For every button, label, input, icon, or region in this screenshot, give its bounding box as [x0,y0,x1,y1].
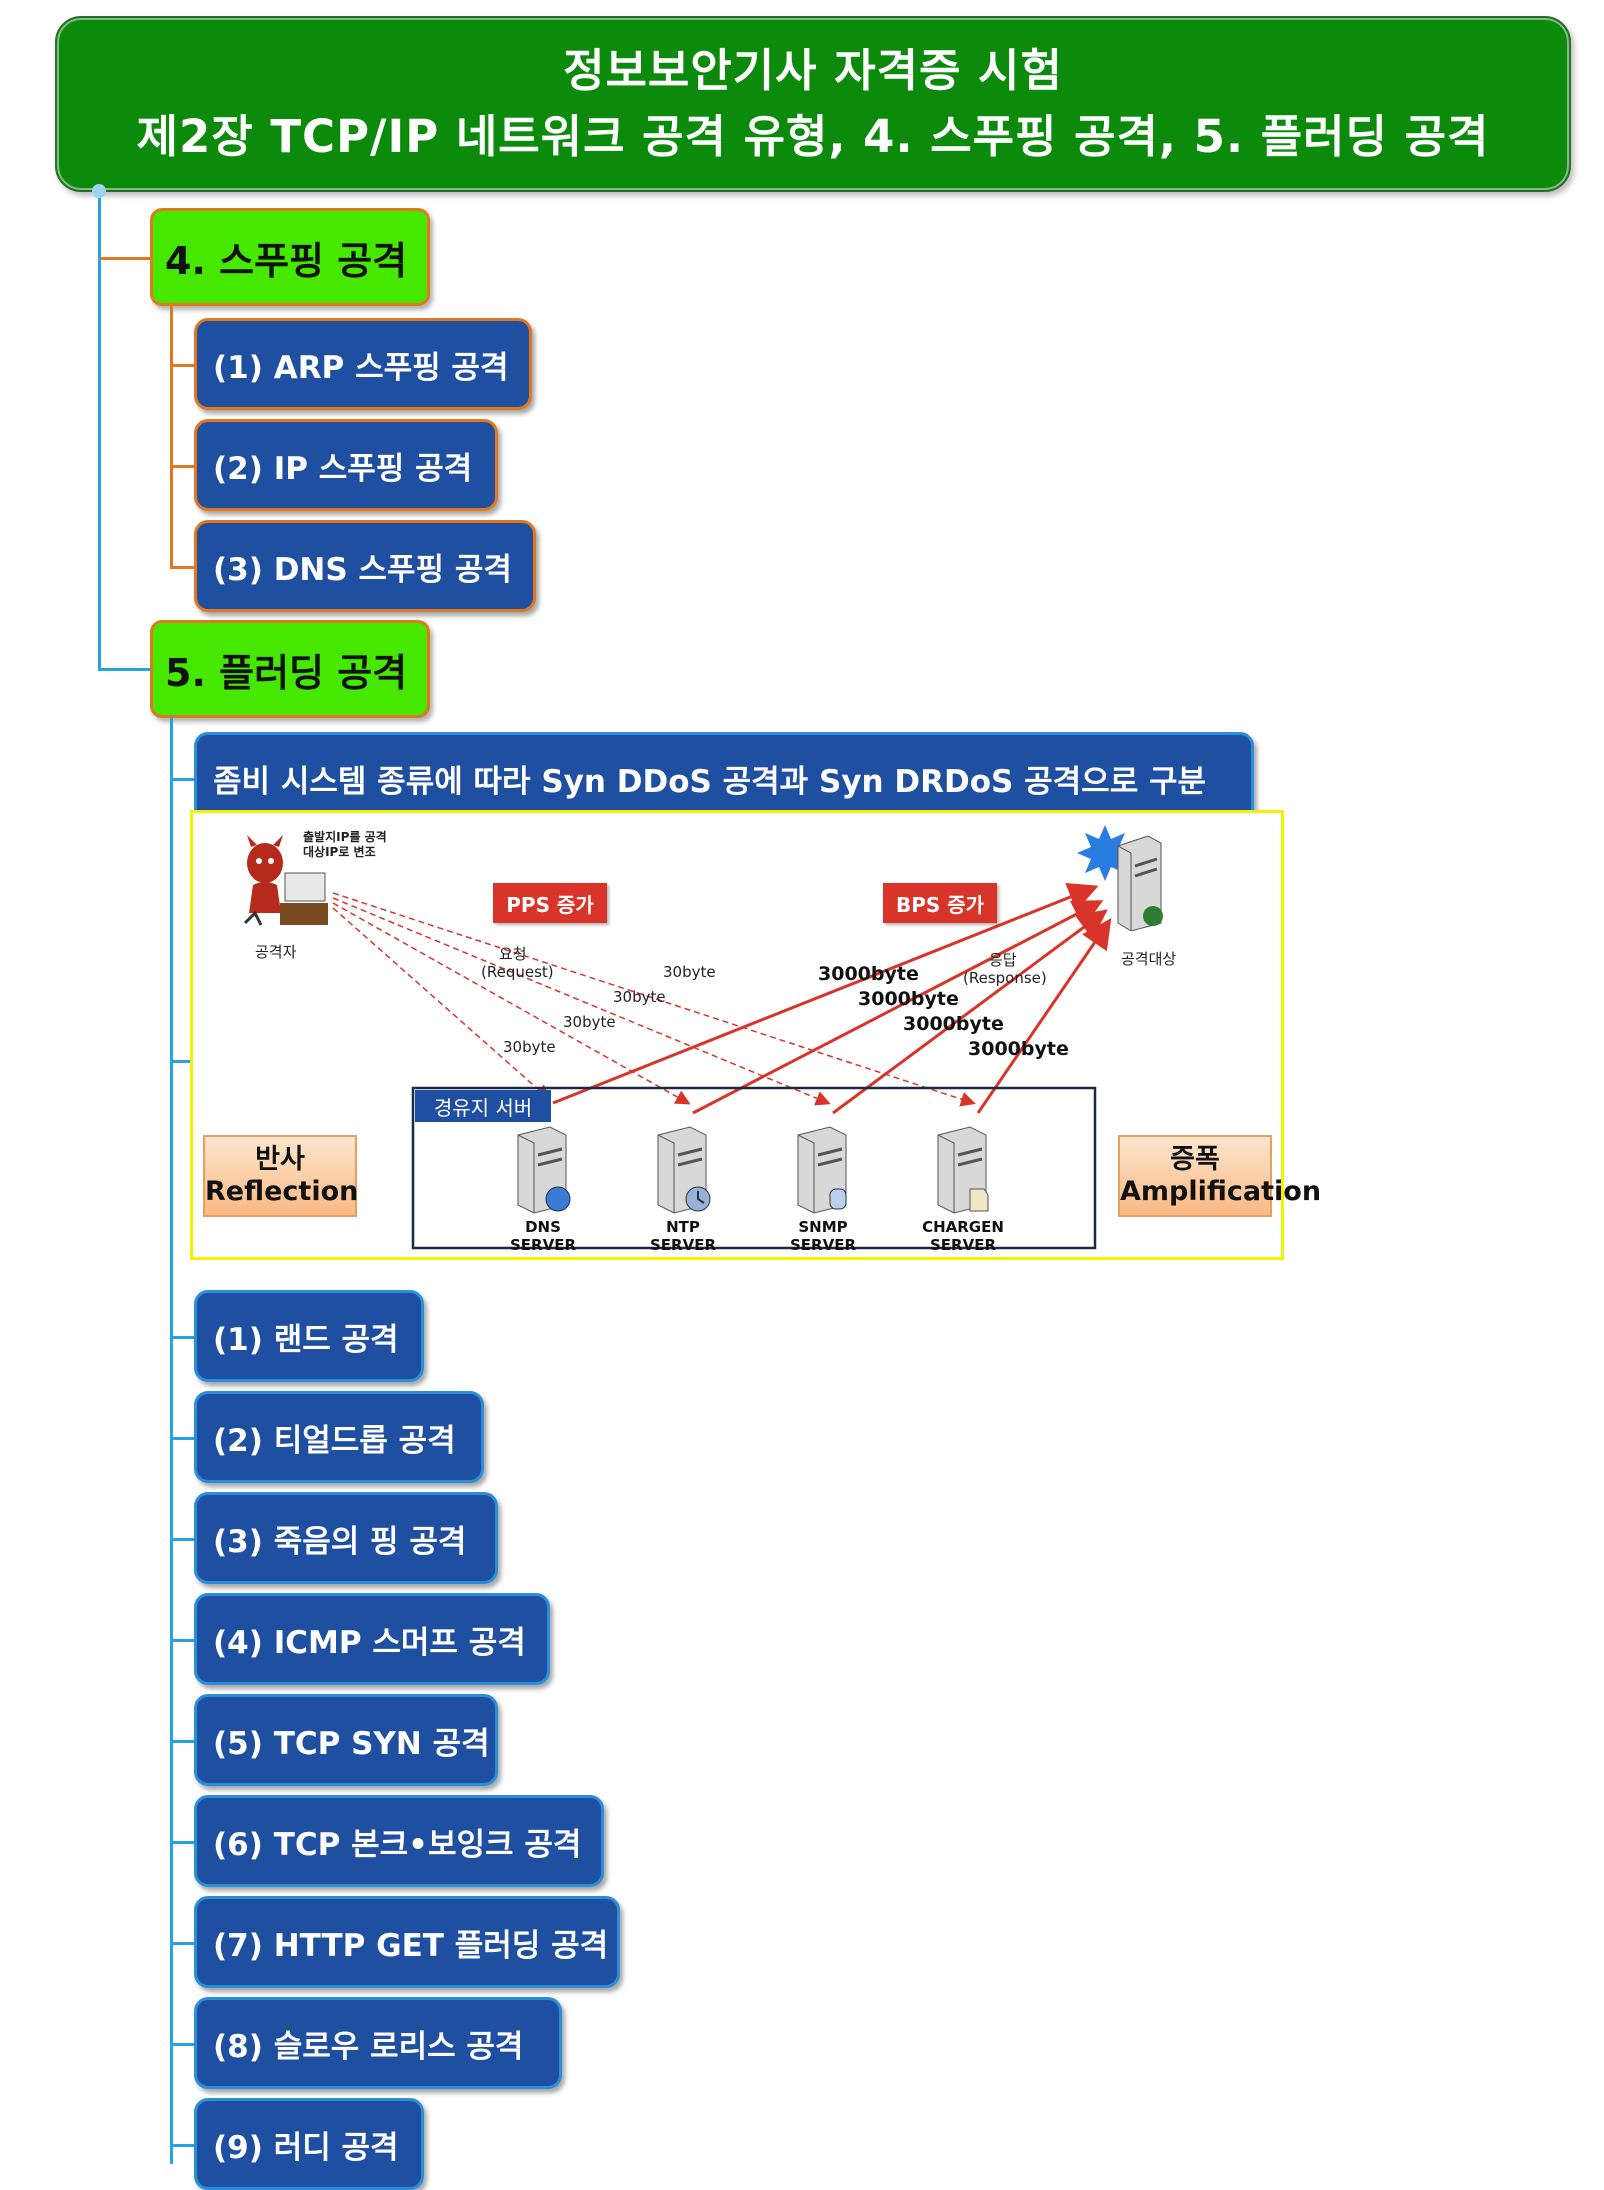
request-arrow-snmp [332,897,831,1106]
flooding-connector [98,668,150,671]
request-label-en: (Request) [481,963,554,981]
attacker-label: 공격자 [255,943,297,961]
section-spoofing[interactable]: 4. 스푸핑 공격 [150,208,430,306]
spoofing-item-dns[interactable]: (3) DNS 스푸핑 공격 [194,520,536,612]
flooding-item-label: (7) HTTP GET 플러딩 공격 [213,1927,609,1964]
flooding-item-land[interactable]: (1) 랜드 공격 [194,1290,424,1382]
title-line-2: 제2장 TCP/IP 네트워크 공격 유형, 4. 스푸핑 공격, 5. 플러딩… [136,110,1490,163]
spoofing-connector [100,257,150,260]
relay-server-label: 경유지 서버 [415,1090,551,1122]
attacker-note-2: 대상IP로 변조 [303,845,376,859]
request-bytes-2: 30byte [613,988,666,1006]
snmp-server-icon [788,1123,858,1215]
reflection-en: Reflection [205,1176,359,1207]
title-banner: 정보보안기사 자격증 시험 제2장 TCP/IP 네트워크 공격 유형, 4. … [55,16,1571,192]
section-flooding-label: 5. 플러딩 공격 [165,650,408,695]
attacker-devil-icon [225,833,335,933]
target-server-icon [1113,831,1163,932]
flooding-item-label: (4) ICMP 스머프 공격 [213,1624,526,1661]
request-arrow-chargen [332,892,976,1107]
drdos-diagram: 출발지IP를 공격 대상IP로 변조 공격자 공격대상 PPS 증가 BPS 증… [190,810,1322,1260]
flooding-item-label: (9) 러디 공격 [213,2129,399,2166]
response-bytes-2: 3000byte [858,988,959,1010]
flooding-item-icmp-smurf[interactable]: (4) ICMP 스머프 공격 [194,1593,550,1685]
section-spoofing-label: 4. 스푸핑 공격 [165,238,408,283]
ntp-server-icon [648,1123,718,1215]
request-arrow-dns [332,907,551,1100]
flooding-item-tcp-syn[interactable]: (5) TCP SYN 공격 [194,1694,498,1786]
response-arrow-dns [552,882,1099,1105]
response-label: 응답 [989,951,1017,969]
root-connector-dot [92,184,106,198]
amplification-box: 증폭 Amplification [1118,1135,1322,1217]
pps-increase-tag: PPS 증가 [493,883,607,923]
spoofing-item-label: (2) IP 스푸핑 공격 [213,450,473,487]
spoofing-item-arp[interactable]: (1) ARP 스푸핑 공격 [194,318,532,410]
request-bytes-4: 30byte [503,1038,556,1056]
response-bytes-1: 3000byte [818,963,919,985]
flooding-item-http-get[interactable]: (7) HTTP GET 플러딩 공격 [194,1896,620,1988]
flooding-item-slowloris[interactable]: (8) 슬로우 로리스 공격 [194,1997,562,2089]
response-arrow-ntp [692,900,1104,1115]
request-bytes-1: 30byte [663,963,716,981]
attacker-note-1: 출발지IP를 공격 [303,830,387,844]
response-bytes-3: 3000byte [903,1013,1004,1035]
spoofing-item-ip[interactable]: (2) IP 스푸핑 공격 [194,419,498,511]
flooding-intro-label: 좀비 시스템 종류에 따라 Syn DDoS 공격과 Syn DRDoS 공격으… [213,763,1207,800]
relay-server-box [411,1086,1097,1250]
flooding-item-label: (3) 죽음의 핑 공격 [213,1523,467,1560]
response-arrow-chargen [976,918,1112,1114]
target-label: 공격대상 [1121,950,1177,968]
dns-server-icon [508,1123,578,1215]
flooding-item-bonk-boink[interactable]: (6) TCP 본크•보잉크 공격 [194,1795,604,1887]
reflection-box: 반사 Reflection [203,1135,359,1217]
flooding-subtree-line [170,718,173,2164]
reflection-ko: 반사 [255,1144,305,1175]
spoofing-item-label: (1) ARP 스푸핑 공격 [213,349,509,386]
chargen-server-icon [928,1123,998,1215]
flooding-item-label: (5) TCP SYN 공격 [213,1725,490,1762]
bps-increase-tag: BPS 증가 [883,883,997,923]
spoofing-subtree-line [170,306,173,568]
diagram-arrows [332,825,1133,1250]
response-arrow-snmp [832,909,1108,1115]
request-arrow-ntp [332,902,691,1105]
flooding-intro[interactable]: 좀비 시스템 종류에 따라 Syn DDoS 공격과 Syn DRDoS 공격으… [194,732,1254,824]
section-flooding[interactable]: 5. 플러딩 공격 [150,620,430,718]
amplification-en: Amplification [1120,1176,1322,1207]
response-label-en: (Response) [963,969,1047,987]
flooding-item-label: (2) 티얼드롭 공격 [213,1422,456,1459]
flooding-item-teardrop[interactable]: (2) 티얼드롭 공격 [194,1391,484,1483]
flooding-item-label: (6) TCP 본크•보잉크 공격 [213,1826,582,1863]
flooding-item-label: (1) 랜드 공격 [213,1321,399,1358]
flooding-item-ping-of-death[interactable]: (3) 죽음의 핑 공격 [194,1492,498,1584]
request-bytes-3: 30byte [563,1013,616,1031]
request-label: 요청 [499,945,527,963]
flooding-item-label: (8) 슬로우 로리스 공격 [213,2028,524,2065]
title-line-1: 정보보안기사 자격증 시험 [563,44,1063,97]
amplification-ko: 증폭 [1170,1144,1220,1175]
response-bytes-4: 3000byte [968,1038,1069,1060]
flooding-item-rudy[interactable]: (9) 러디 공격 [194,2098,424,2190]
spoofing-item-label: (3) DNS 스푸핑 공격 [213,551,512,588]
root-connector [98,188,101,671]
